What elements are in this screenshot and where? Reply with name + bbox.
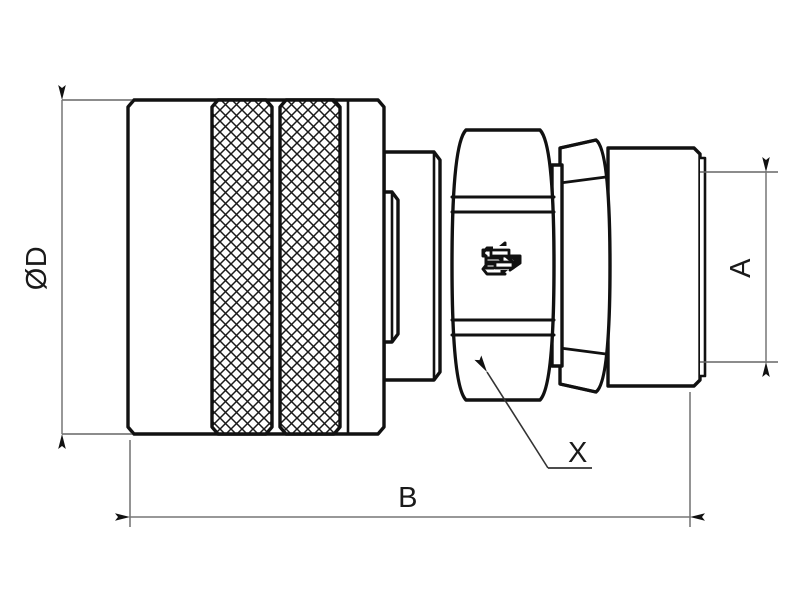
coupling-part-geometry <box>126 98 707 436</box>
hex-lock-ring <box>558 138 612 394</box>
dimension-diameter-d: ØD <box>21 85 132 449</box>
cylindrical-port-end <box>606 146 707 388</box>
callout-leader-line <box>474 355 549 469</box>
dimension-label-height-a: A <box>725 258 757 278</box>
dimension-label-diameter-d: ØD <box>21 246 53 291</box>
dimension-length-b: B <box>115 392 705 527</box>
dimension-height-a: A <box>700 157 778 377</box>
bidirectional-flow-arrow-icon <box>481 241 522 276</box>
knurled-grip-band <box>278 98 342 436</box>
knurled-grip-band <box>210 98 274 436</box>
callout-label-x: X <box>568 437 588 469</box>
dimension-label-length-b: B <box>398 482 418 514</box>
callout-x: X <box>474 355 592 469</box>
